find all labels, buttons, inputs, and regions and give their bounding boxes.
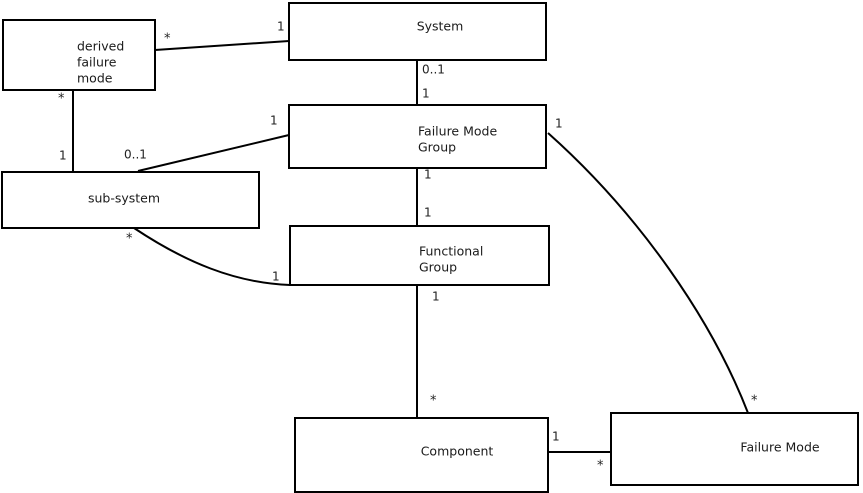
class-box-component[interactable]: Component bbox=[294, 417, 549, 493]
multiplicity-subsystem-fmg-one: 1 bbox=[270, 114, 278, 128]
sub-system-label: sub-system bbox=[88, 191, 160, 206]
multiplicity-dfm-subsystem-one: 1 bbox=[59, 149, 67, 163]
multiplicity-labels: * 1 * 1 0..1 1 0..1 1 1 1 * 1 1 * 1 * 1 bbox=[58, 20, 758, 474]
multiplicity-component-fm-one: 1 bbox=[552, 430, 560, 444]
multiplicity-fg-component-one: 1 bbox=[432, 290, 440, 304]
failure-mode-rect[interactable] bbox=[610, 412, 859, 486]
class-box-system[interactable]: System bbox=[288, 2, 547, 61]
multiplicity-subsystem-fmg-zero-one: 0..1 bbox=[124, 148, 147, 162]
multiplicity-system-fmg-one: 1 bbox=[422, 87, 430, 101]
system-label: System bbox=[417, 19, 464, 34]
multiplicity-component-fm-star: * bbox=[597, 459, 604, 474]
derived-failure-mode-label-line1: derived bbox=[77, 39, 124, 54]
class-box-derived-failure-mode[interactable]: derived failure mode bbox=[2, 19, 156, 91]
edge-derived-failure-mode-to-system bbox=[154, 40, 290, 51]
failure-mode-group-label-line1: Failure Mode bbox=[418, 124, 497, 139]
multiplicity-subsystem-fg-one: 1 bbox=[272, 270, 280, 284]
multiplicity-fmg-fg-one-top: 1 bbox=[424, 168, 432, 182]
multiplicity-fg-component-star: * bbox=[430, 394, 437, 409]
multiplicity-subsystem-fg-star: * bbox=[126, 232, 133, 247]
component-rect[interactable] bbox=[294, 417, 549, 493]
class-box-failure-mode-group[interactable]: Failure Mode Group bbox=[288, 104, 547, 169]
class-box-functional-group[interactable]: Functional Group bbox=[289, 225, 550, 286]
system-rect[interactable] bbox=[288, 2, 547, 61]
sub-system-rect[interactable] bbox=[1, 171, 260, 229]
association-edges bbox=[72, 40, 749, 453]
failure-mode-group-rect[interactable] bbox=[288, 104, 547, 169]
multiplicity-dfm-subsystem-star: * bbox=[58, 92, 65, 107]
component-label: Component bbox=[421, 444, 494, 459]
multiplicity-dfm-system-star: * bbox=[164, 32, 171, 47]
multiplicity-fmg-fg-one-bottom: 1 bbox=[424, 206, 432, 220]
functional-group-label-line2: Group bbox=[419, 260, 457, 275]
multiplicity-fmg-fm-star: * bbox=[751, 394, 758, 409]
failure-mode-group-label-line2: Group bbox=[418, 140, 456, 155]
functional-group-rect[interactable] bbox=[289, 225, 550, 286]
edge-sub-system-to-functional-group bbox=[133, 227, 291, 286]
edge-failure-mode-group-to-failure-mode bbox=[547, 132, 749, 414]
failure-mode-label: Failure Mode bbox=[740, 440, 819, 455]
functional-group-label-line1: Functional bbox=[419, 244, 483, 259]
class-box-failure-mode[interactable]: Failure Mode bbox=[610, 412, 859, 486]
multiplicity-dfm-system-one: 1 bbox=[277, 20, 285, 34]
derived-failure-mode-label-line3: mode bbox=[77, 71, 113, 86]
multiplicity-fmg-fm-one: 1 bbox=[555, 117, 563, 131]
derived-failure-mode-rect[interactable] bbox=[2, 19, 156, 91]
class-box-sub-system[interactable]: sub-system bbox=[1, 171, 260, 229]
edge-sub-system-to-failure-mode-group bbox=[137, 134, 290, 172]
derived-failure-mode-label-line2: failure bbox=[77, 55, 117, 70]
multiplicity-system-fmg-zero-one: 0..1 bbox=[422, 63, 445, 77]
